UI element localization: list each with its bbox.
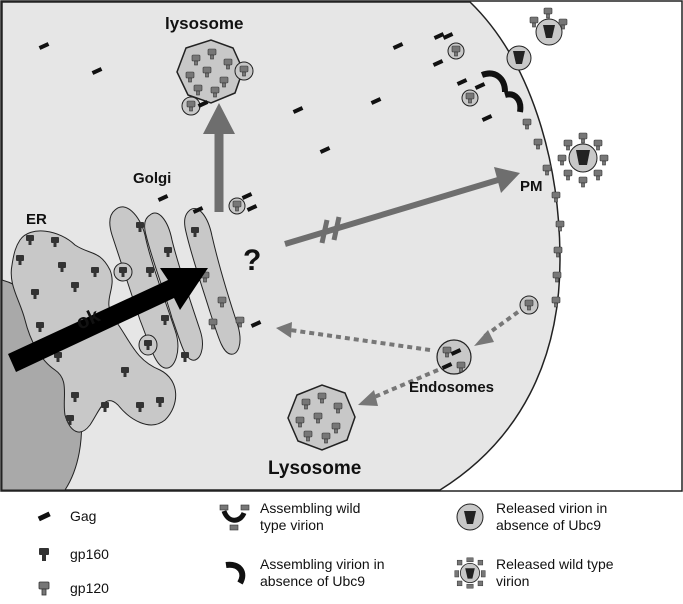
released-virion-no-ubc9-icon <box>456 503 484 531</box>
legend-gp120: gp120 <box>28 572 109 604</box>
golgi-cisterna-3 <box>184 208 241 355</box>
endosome-small <box>519 295 539 315</box>
arrow-pm-to-endosome <box>474 310 520 346</box>
hiv-trafficking-diagram: lysosome Golgi ER PM ? ok Endosomes Lyso… <box>0 0 683 492</box>
label-golgi: Golgi <box>133 170 171 187</box>
arrow-to-lysosome <box>203 103 235 212</box>
label-er: ER <box>26 211 47 228</box>
gp160-icon <box>39 548 49 561</box>
label-lysosome-top: lysosome <box>165 14 243 33</box>
released-wild-type-virion <box>557 132 609 188</box>
arrow-to-pm-blocked <box>284 167 520 247</box>
label-endosomes: Endosomes <box>409 379 494 396</box>
legend-gag: Gag <box>28 500 96 532</box>
endosome <box>436 339 472 375</box>
released-wild-type-virion-icon <box>454 557 486 589</box>
arrow-endosome-to-lysosome <box>358 368 439 406</box>
label-lysosome-bottom: Lysosome <box>268 458 361 479</box>
legend-gp160-label: gp160 <box>70 545 109 562</box>
gp120-icon <box>38 581 50 596</box>
golgi-vesicle <box>138 334 158 356</box>
released-virion-no-ubc9 <box>506 45 532 71</box>
legend-gag-label: Gag <box>70 507 97 524</box>
golgi-vesicle-top <box>228 192 258 215</box>
legend-gp160: gp160 <box>28 538 109 570</box>
released-virion-no-ubc9-top <box>529 7 568 46</box>
assembling-virion-no-ubc9-icon <box>225 561 246 585</box>
arrow-ok-er-to-golgi <box>8 268 208 372</box>
pm-budding-virions <box>442 32 524 113</box>
lysosome-bottom <box>287 384 356 451</box>
gag-icon <box>37 511 51 522</box>
er-vesicle <box>113 262 133 282</box>
lysosome-top <box>176 39 254 116</box>
assembling-wild-type-virion-icon <box>219 504 250 531</box>
legend-gp120-label: gp120 <box>70 579 109 596</box>
label-pm: PM <box>520 178 543 195</box>
arrow-endosome-to-golgi <box>276 322 431 352</box>
label-question: ? <box>243 244 261 277</box>
golgi-cisterna-1 <box>109 206 179 369</box>
